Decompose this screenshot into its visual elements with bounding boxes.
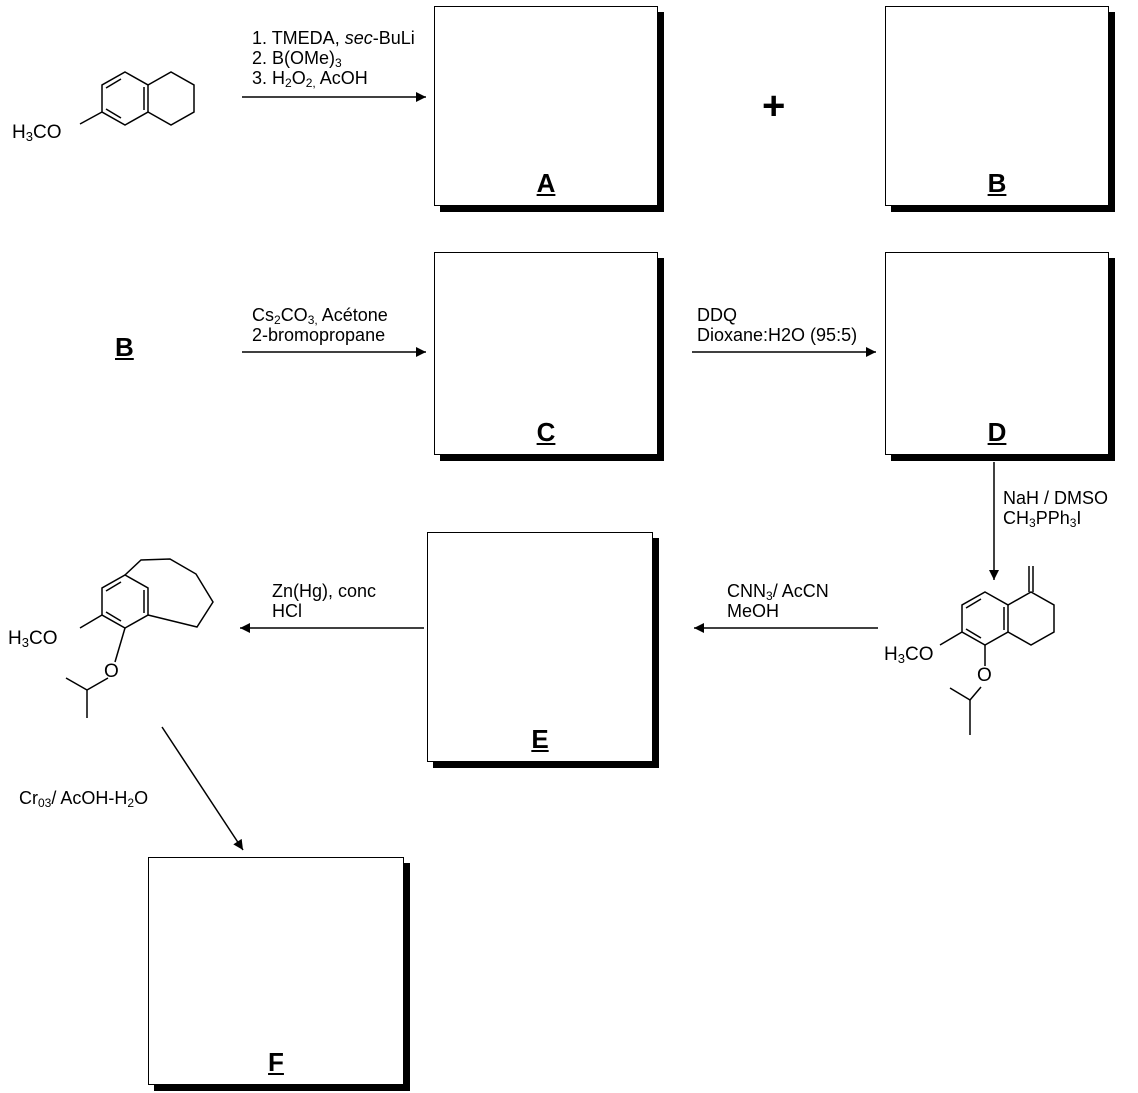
step2-line1-sub1: 2 [274,313,281,327]
box-label-c: C [536,417,556,447]
step4-line2-sub1: 3 [1029,516,1036,530]
box-label-d: D [987,417,1007,447]
step3-line2: Dioxane:H2O (95:5) [697,325,858,345]
conditions-step3: DDQ Dioxane:H2O (95:5) [697,305,857,345]
step5-line1-sub: 3 [766,589,773,603]
step7-c: O [134,788,149,808]
step2-line1-sub2: 3, [307,313,318,327]
conditions-step7: Cr03/ AcOH-H2O [19,788,149,810]
benzo-methoxy-sub: 3 [21,635,29,650]
step6-line2: HCl [272,601,302,621]
alkene-intermediate-structure [939,566,1055,735]
step2-line1-c: Acétone [317,305,388,325]
conditions-step2: Cs2CO3, Acétone 2-bromopropane [252,305,388,345]
step1-line1-num: 1. TMEDA, [252,28,345,48]
answer-box-d[interactable]: D [885,252,1109,455]
answer-box-e[interactable]: E [427,532,653,762]
start-methoxy-sub: 3 [25,129,33,144]
step2-line2: 2-bromopropane [252,325,386,345]
benzocycloheptene-structure [65,558,214,718]
step1-line3: 3. H2O2, AcOH [252,68,415,90]
start-methoxy-h: H [12,122,26,143]
answer-box-b[interactable]: B [885,6,1109,206]
box-label-e: E [531,724,549,754]
start-methoxy-label: H3CO [12,122,61,144]
step7-b: / AcOH-H [51,788,128,808]
step7-line: Cr03/ AcOH-H2O [19,788,149,810]
step1-line1-rest: -BuLi [372,28,415,48]
step6-line1: Zn(Hg), conc [272,581,377,601]
box-label-b: B [987,168,1007,198]
conditions-step1: 1. TMEDA, sec-BuLi 2. B(OMe)3 3. H2O2, A… [252,28,415,90]
arrow-step7 [161,726,244,851]
b-reference-label: B [115,332,134,362]
alkene-methoxy-co: CO [904,644,934,665]
step7-sub1: 03 [38,796,52,810]
step1-line3-b: O [291,68,306,88]
benzo-isopropoxy-o: O [104,661,119,682]
benzo-methoxy-label: H3CO [8,628,57,650]
alkene-methoxy-sub: 3 [897,651,905,666]
step4-line2-c: I [1076,508,1082,528]
alkene-methoxy-h: H [884,644,898,665]
step1-line3-sub2: 2, [305,76,316,90]
step1-line2-a: 2. B(OMe) [252,48,336,68]
step4-line2-b: PPh [1035,508,1070,528]
answer-box-f[interactable]: F [148,857,404,1085]
step4-line1: NaH / DMSO [1003,488,1109,508]
step4-line2-a: CH [1003,508,1029,528]
box-label-a: A [536,168,556,198]
step3-line1: DDQ [697,305,737,325]
benzo-methoxy-h: H [8,628,22,649]
alkene-methoxy-label: H3CO [884,644,933,666]
box-label-f: F [268,1047,284,1077]
step2-line1-b: CO [280,305,308,325]
step4-line2-sub2: 3 [1069,516,1077,530]
plus-sign: + [762,84,786,128]
step1-line3-sub1: 2 [285,76,292,90]
step2-line1: Cs2CO3, Acétone [252,305,388,327]
step4-line2: CH3PPh3I [1003,508,1108,530]
step1-line1: 1. TMEDA, sec-BuLi [252,28,415,48]
conditions-step5: CNN3/ AcCN MeOH [727,581,829,621]
starting-material-structure [79,71,195,126]
step5-line1-a: CNN [727,581,766,601]
step1-line3-a: 3. H [252,68,286,88]
conditions-step6: Zn(Hg), conc HCl [272,581,376,621]
benzo-methoxy-co: CO [28,628,58,649]
answer-box-a[interactable]: A [434,6,658,206]
step5-line1: CNN3/ AcCN [727,581,829,603]
step7-a: Cr [19,788,38,808]
step1-line2: 2. B(OMe)3 [252,48,415,70]
step5-line2: MeOH [727,601,780,621]
answer-box-c[interactable]: C [434,252,658,455]
step7-sub2: 2 [127,796,135,810]
step1-line2-sub: 3 [335,56,342,70]
step1-line1-italic: sec [344,28,373,48]
step2-line1-a: Cs [252,305,274,325]
step5-line1-b: / AcCN [772,581,829,601]
alkene-isopropoxy-o: O [977,665,992,686]
conditions-step4: NaH / DMSO CH3PPh3I [1003,488,1109,530]
step1-line3-c: AcOH [315,68,368,88]
start-methoxy-co: CO [32,122,62,143]
